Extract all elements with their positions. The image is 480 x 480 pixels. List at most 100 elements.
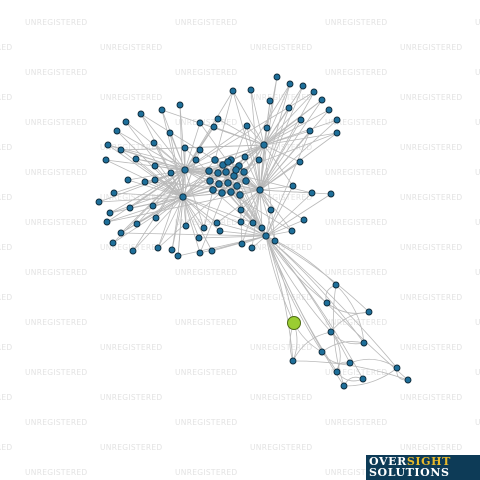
watermark-text: UNREGISTERED: [0, 443, 13, 452]
graph-node: [241, 153, 249, 161]
graph-edge: [265, 230, 293, 237]
watermark-text: UNREGISTERED: [0, 43, 13, 52]
watermark-text: UNREGISTERED: [25, 118, 88, 127]
watermark-text: UNREGISTERED: [0, 293, 13, 302]
graph-node: [300, 216, 308, 224]
graph-edge: [265, 185, 294, 237]
watermark-text: UNREGISTERED: [325, 468, 388, 477]
graph-node: [271, 237, 279, 245]
watermark-text: UNREGISTERED: [325, 418, 388, 427]
graph-node: [393, 364, 401, 372]
graph-node: [104, 141, 112, 149]
graph-node: [332, 281, 340, 289]
graph-edge: [177, 235, 267, 257]
highlighted-entity-node: [287, 316, 301, 330]
watermark-text: UNREGISTERED: [475, 368, 480, 377]
graph-node: [262, 232, 270, 240]
graph-node: [126, 204, 134, 212]
graph-edge: [182, 196, 213, 252]
graph-edge: [125, 121, 184, 198]
graph-node: [258, 224, 266, 232]
watermark-text: UNREGISTERED: [250, 143, 313, 152]
graph-edge: [232, 90, 265, 146]
watermark-text: UNREGISTERED: [100, 193, 163, 202]
graph-edge: [182, 161, 229, 198]
graph-edge: [199, 122, 229, 163]
graph-node: [236, 191, 244, 199]
graph-edge: [109, 169, 186, 214]
graph-edge: [129, 169, 186, 209]
graph-node: [132, 155, 140, 163]
graph-node: [208, 247, 216, 255]
graph-edge: [217, 171, 245, 174]
watermark-text: UNREGISTERED: [250, 193, 313, 202]
graph-node: [113, 127, 121, 135]
graph-edge: [263, 91, 315, 146]
graph-node: [179, 193, 187, 201]
graph-edge: [265, 235, 398, 369]
graph-node: [141, 178, 149, 186]
graph-edge: [265, 235, 364, 380]
watermark-text: UNREGISTERED: [325, 268, 388, 277]
watermark-text: UNREGISTERED: [100, 443, 163, 452]
watermark-text: UNREGISTERED: [175, 468, 238, 477]
graph-node: [150, 139, 158, 147]
graph-node: [327, 190, 335, 198]
watermark-text: UNREGISTERED: [25, 18, 88, 27]
graph-node: [333, 116, 341, 124]
watermark-text: UNREGISTERED: [100, 143, 163, 152]
graph-edge: [170, 172, 184, 198]
graph-node: [248, 244, 256, 252]
graph-node: [297, 116, 305, 124]
graph-node: [359, 375, 367, 383]
graph-edge: [263, 130, 311, 146]
logo-text-sight: SIGHT: [406, 455, 451, 468]
graph-node: [216, 227, 224, 235]
watermark-text: UNREGISTERED: [475, 68, 480, 77]
watermark-text: UNREGISTERED: [475, 18, 480, 27]
graph-edge: [263, 144, 276, 242]
graph-edge: [244, 156, 261, 191]
graph-edge: [182, 189, 214, 198]
watermark-text: UNREGISTERED: [25, 468, 88, 477]
graph-edge: [140, 113, 224, 166]
graph-node: [365, 308, 373, 316]
graph-edge: [217, 118, 265, 146]
graph-node: [109, 239, 117, 247]
graph-node: [249, 219, 257, 227]
watermark-text: UNREGISTERED: [325, 368, 388, 377]
graph-edge: [259, 107, 290, 191]
graph-edge: [116, 130, 186, 171]
graph-edge: [265, 235, 365, 344]
graph-edge: [184, 144, 265, 171]
graph-node: [285, 104, 293, 112]
watermark-text: UNREGISTERED: [100, 93, 163, 102]
graph-node: [306, 127, 314, 135]
graph-edge: [182, 196, 205, 229]
graph-edge: [182, 196, 267, 237]
graph-edge: [169, 132, 186, 171]
graph-edge: [179, 104, 184, 198]
graph-node: [260, 141, 268, 149]
graph-edge: [240, 189, 261, 211]
graph-edge: [259, 119, 338, 191]
graph-edge: [184, 91, 315, 171]
watermark-text: UNREGISTERED: [325, 218, 388, 227]
watermark-text: UNREGISTERED: [0, 93, 13, 102]
graph-node: [222, 168, 230, 176]
watermark-text: UNREGISTERED: [325, 18, 388, 27]
watermark-text: UNREGISTERED: [100, 393, 163, 402]
graph-node: [242, 177, 250, 185]
watermark-text: UNREGISTERED: [25, 268, 88, 277]
watermark-text: UNREGISTERED: [400, 343, 463, 352]
graph-edge: [182, 170, 210, 198]
graph-edge: [182, 196, 187, 227]
watermark-text: UNREGISTERED: [475, 268, 480, 277]
graph-node: [117, 229, 125, 237]
graph-edge: [153, 142, 186, 171]
graph-node: [218, 189, 226, 197]
graph-node: [238, 240, 246, 248]
graph-node: [196, 146, 204, 154]
graph-node: [299, 82, 307, 90]
graph-node: [243, 122, 251, 130]
